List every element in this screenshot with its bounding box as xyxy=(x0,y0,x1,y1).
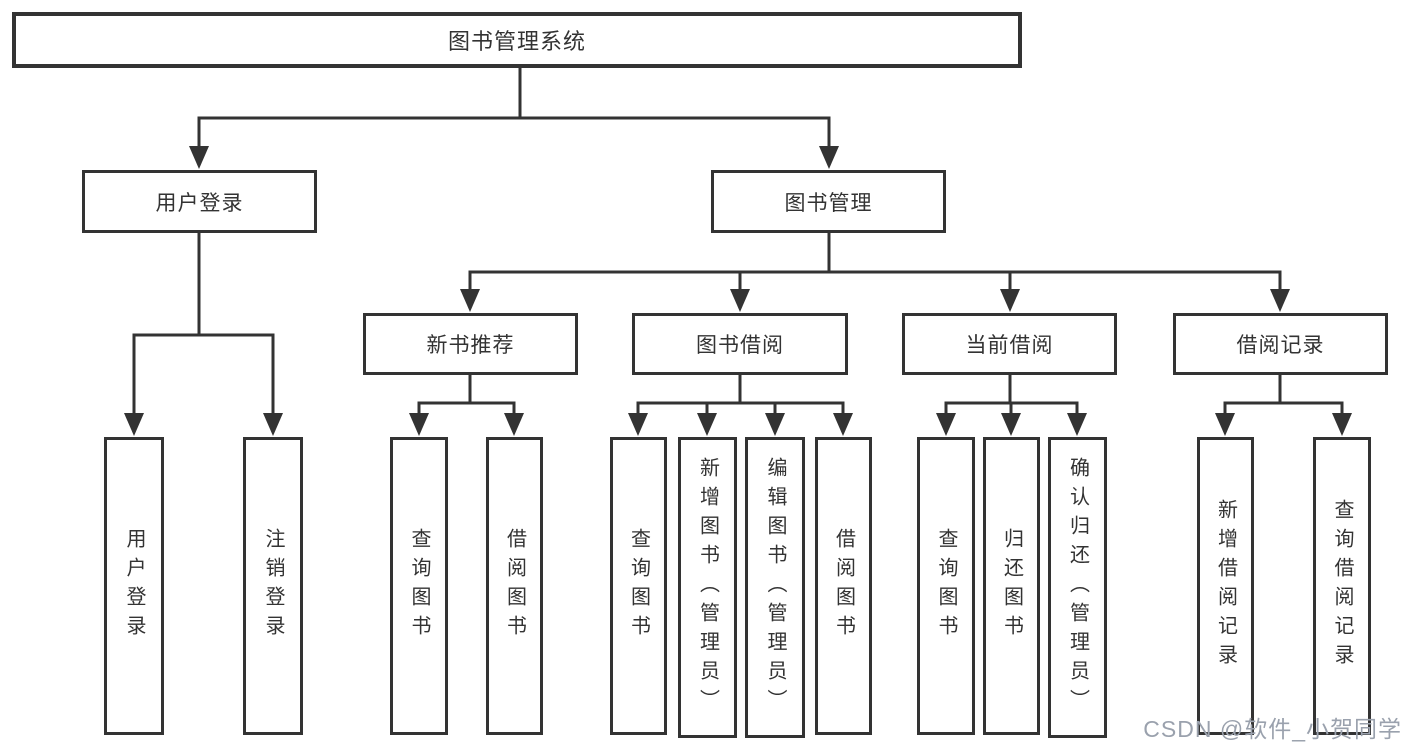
leaf-newbook-borrow-books: 借阅图书 xyxy=(486,437,543,735)
node-user-login: 用户登录 xyxy=(82,170,317,233)
leaf-newbook-query-books: 查询图书 xyxy=(390,437,448,735)
leaf-records-query-record: 查询借阅记录 xyxy=(1313,437,1371,735)
leaf-logout: 注销登录 xyxy=(243,437,303,735)
leaf-borrow-edit-books-admin: 编辑图书（管理员） xyxy=(745,437,805,738)
leaf-current-confirm-return-admin: 确认归还（管理员） xyxy=(1048,437,1107,738)
leaf-current-query-books: 查询图书 xyxy=(917,437,975,735)
node-book-management: 图书管理 xyxy=(711,170,946,233)
leaf-current-return-books: 归还图书 xyxy=(983,437,1040,735)
node-library-management-system: 图书管理系统 xyxy=(12,12,1022,68)
leaf-borrow-borrow-books: 借阅图书 xyxy=(815,437,872,735)
leaf-borrow-add-books-admin: 新增图书（管理员） xyxy=(678,437,737,738)
leaf-borrow-query-books: 查询图书 xyxy=(610,437,667,735)
leaf-records-add-record: 新增借阅记录 xyxy=(1197,437,1254,735)
node-book-borrow: 图书借阅 xyxy=(632,313,848,375)
node-borrow-records: 借阅记录 xyxy=(1173,313,1388,375)
node-current-borrow: 当前借阅 xyxy=(902,313,1117,375)
leaf-user-login: 用户登录 xyxy=(104,437,164,735)
node-new-book-recommend: 新书推荐 xyxy=(363,313,578,375)
csdn-watermark: CSDN @软件_小贺同学 xyxy=(1143,716,1402,742)
